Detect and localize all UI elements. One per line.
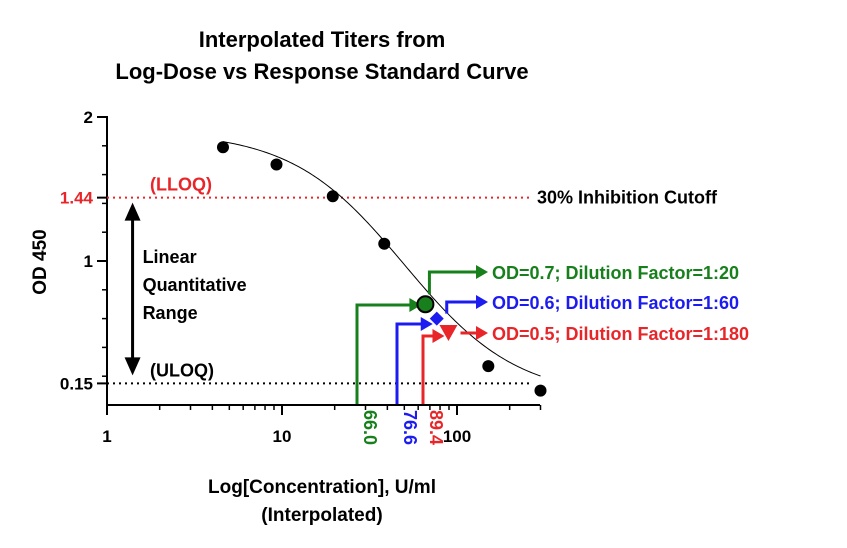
- label-leader-arrow-head: [476, 326, 488, 340]
- standard-point: [326, 190, 339, 203]
- standard-point: [270, 158, 283, 171]
- interpolated-point-diamond: [429, 311, 444, 326]
- interpolation-arrow-head: [420, 317, 433, 331]
- x-tick-label: 10: [273, 427, 292, 446]
- label-leader-line: [427, 270, 476, 295]
- interpolation-line: [395, 322, 423, 404]
- x-axis-label-line-2: (Interpolated): [261, 505, 382, 526]
- label-leader-arrow-head: [476, 295, 488, 309]
- range-arrow-head-up: [124, 202, 141, 221]
- interpolation-line: [421, 334, 435, 404]
- chart-title-line-1: Interpolated Titers from: [199, 27, 446, 52]
- chart-title-line-2: Log-Dose vs Response Standard Curve: [115, 59, 528, 84]
- interpolated-point-triangle: [439, 325, 458, 341]
- range-arrow-head-down: [124, 357, 141, 376]
- standard-point: [534, 384, 547, 397]
- fit-curve: [222, 141, 541, 377]
- cutoff-label: 30% Inhibition Cutoff: [537, 188, 718, 208]
- interpolated-x-label: 89.4: [426, 410, 446, 445]
- standard-point: [482, 360, 495, 373]
- interpolated-x-label: 76.6: [400, 410, 420, 445]
- y-tick-label: 2: [84, 108, 93, 127]
- uloq-label: (ULOQ): [150, 360, 214, 380]
- interpolation-arrow-head: [432, 329, 445, 343]
- standard-point: [378, 237, 391, 250]
- x-tick-label: 1: [102, 427, 111, 446]
- y-tick-label: 1.44: [60, 189, 94, 208]
- interpolation-line: [355, 303, 412, 404]
- interpolated-label: OD=0.6; Dilution Factor=1:60: [492, 293, 739, 313]
- x-tick-label: 100: [443, 427, 471, 446]
- y-tick-label: 1: [84, 252, 93, 271]
- y-tick-label: 0.15: [60, 374, 93, 393]
- standard-point: [216, 141, 229, 154]
- x-axis-label-line-1: Log[Concentration], U/ml: [208, 477, 436, 498]
- range-label-line: Range: [143, 303, 198, 323]
- label-leader-line: [445, 300, 476, 314]
- interpolated-label: OD=0.7; Dilution Factor=1:20: [492, 263, 739, 283]
- range-label-line: Linear: [143, 247, 197, 267]
- label-leader-arrow-head: [476, 265, 488, 279]
- lloq-label: (LLOQ): [150, 175, 212, 195]
- plot-area: 2 1.44 1 0.15 1 10 100 (LLOQ) 30% Inhibition Cut…: [60, 108, 749, 446]
- range-label-line: Quantitative: [143, 275, 247, 295]
- interpolated-x-label: 66.0: [360, 410, 380, 445]
- interpolated-label: OD=0.5; Dilution Factor=1:180: [492, 324, 749, 344]
- interpolated-point-circle: [416, 295, 435, 314]
- interpolation-arrow-head: [409, 298, 422, 312]
- y-axis-label: OD 450: [30, 229, 51, 294]
